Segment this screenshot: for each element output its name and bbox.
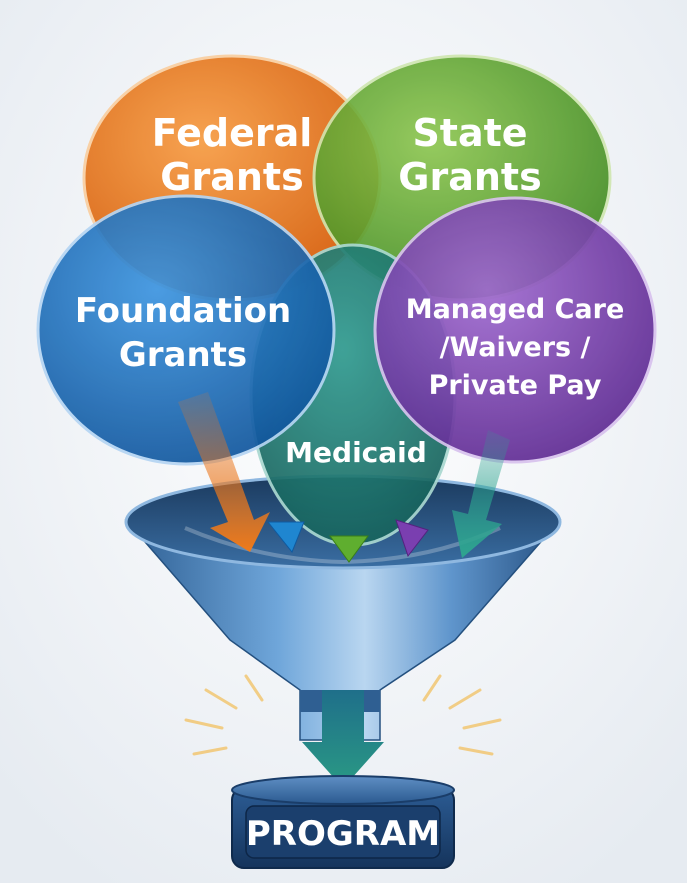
teal-arrow-icon: [452, 430, 510, 558]
green-arrow-icon: [329, 535, 369, 563]
orange-arrow-icon: [178, 392, 270, 552]
program-label: PROGRAM: [246, 814, 440, 854]
purple-arrow-icon: [395, 519, 429, 558]
foundation-grants-circle: [36, 194, 336, 466]
arrows-into-funnel: [178, 392, 510, 563]
blue-arrow-icon: [266, 521, 305, 553]
foundation-label-line1: Foundation: [75, 291, 291, 331]
down-arrow-icon: [302, 690, 384, 788]
federal-label-line2: Grants: [160, 155, 303, 199]
state-label-line1: State: [412, 111, 527, 155]
managed-care-label-line2: /Waivers /: [440, 332, 591, 363]
managed-care-label-line3: Private Pay: [429, 370, 602, 401]
medicaid-label: Medicaid: [285, 436, 427, 469]
program-box: PROGRAM: [231, 775, 455, 869]
managed-care-circle: [373, 196, 657, 464]
federal-label-line1: Federal: [152, 111, 313, 155]
managed-care-label-line1: Managed Care: [406, 294, 625, 325]
burst-rays: [184, 674, 502, 756]
foundation-label-line2: Grants: [119, 335, 247, 375]
state-label-line2: Grants: [398, 155, 541, 199]
